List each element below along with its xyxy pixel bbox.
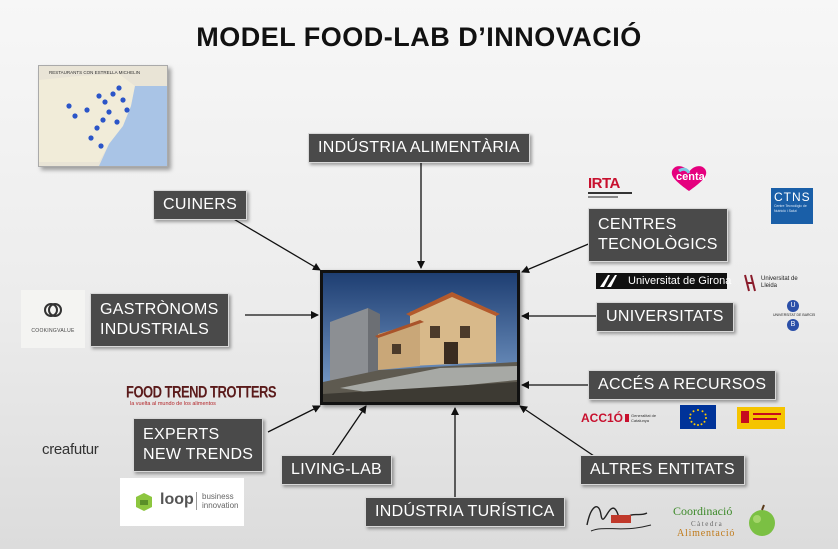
udl-logo: Universitat de Lleida — [743, 273, 809, 293]
box-living-lab: LIVING-LAB — [281, 455, 393, 485]
arrow-altres — [519, 405, 595, 457]
apple-icon — [749, 504, 775, 536]
centres-line2: TECNOLÒGICS — [598, 236, 718, 253]
diagram-title: MODEL FOOD-LAB D’INNOVACIÓ — [196, 22, 642, 52]
ub-logo: U UNIVERSITAT DE BARCELONA B — [773, 300, 815, 332]
arrow-experts — [267, 405, 321, 433]
box-cuiners: CUINERS — [153, 190, 248, 220]
box-gastronoms-industrials: GASTRÒNOMS INDUSTRIALS — [90, 293, 229, 347]
foodtrend-logo: FOOD TREND TROTTERS la vuelta al mundo d… — [126, 382, 277, 407]
centa-logo: centa — [667, 165, 711, 193]
creafutur-logo: creafutur — [42, 441, 99, 458]
food-lab-building-image — [320, 270, 520, 405]
experts-line1: EXPERTS — [143, 426, 220, 443]
box-industria-alimentaria: INDÚSTRIA ALIMENTÀRIA — [308, 133, 530, 163]
box-universitats: UNIVERSITATS — [596, 302, 734, 332]
udg-logo: Universitat de Girona — [596, 273, 731, 289]
gastronoms-line1: GASTRÒNOMS — [100, 301, 219, 318]
ctns-logo: CTNS Centre Tecnològic de Nutrició i Sal… — [771, 188, 813, 224]
box-altres-entitats: ALTRES ENTITATS — [580, 455, 745, 485]
centres-line1: CENTRES — [598, 216, 677, 233]
box-centres-tecnologics: CENTRES TECNOLÒGICS — [588, 208, 728, 262]
loop-logo: loop business innovation — [120, 478, 244, 526]
map-header: RESTAURANTS CON ESTRELLA MICHELIN — [49, 70, 141, 75]
box-acces-recursos: ACCÉS A RECURSOS — [588, 370, 777, 400]
accio-logo: ACC1Ó Generalitat de Catalunya — [581, 411, 657, 425]
box-experts-new-trends: EXPERTS NEW TRENDS — [133, 418, 264, 472]
coordinacio-logo: Coordinació Càtedra Alimentació — [673, 500, 781, 542]
signature-logo — [581, 495, 657, 537]
cookingvalue-logo: COOKINGVALUE — [21, 290, 85, 348]
spain-ministry-logo — [737, 407, 785, 429]
irta-logo: IRTA — [588, 175, 634, 199]
arrow-cuiners — [231, 217, 321, 271]
gastronoms-line2: INDUSTRIALS — [100, 321, 210, 338]
eu-flag-logo — [680, 405, 716, 429]
arrow-centres — [521, 239, 599, 273]
arrow-living-lab — [331, 405, 367, 457]
box-industria-turistica: INDÚSTRIA TURÍSTICA — [365, 497, 565, 527]
experts-line2: NEW TRENDS — [143, 446, 254, 463]
michelin-map-image: RESTAURANTS CON ESTRELLA MICHELIN — [38, 65, 168, 167]
